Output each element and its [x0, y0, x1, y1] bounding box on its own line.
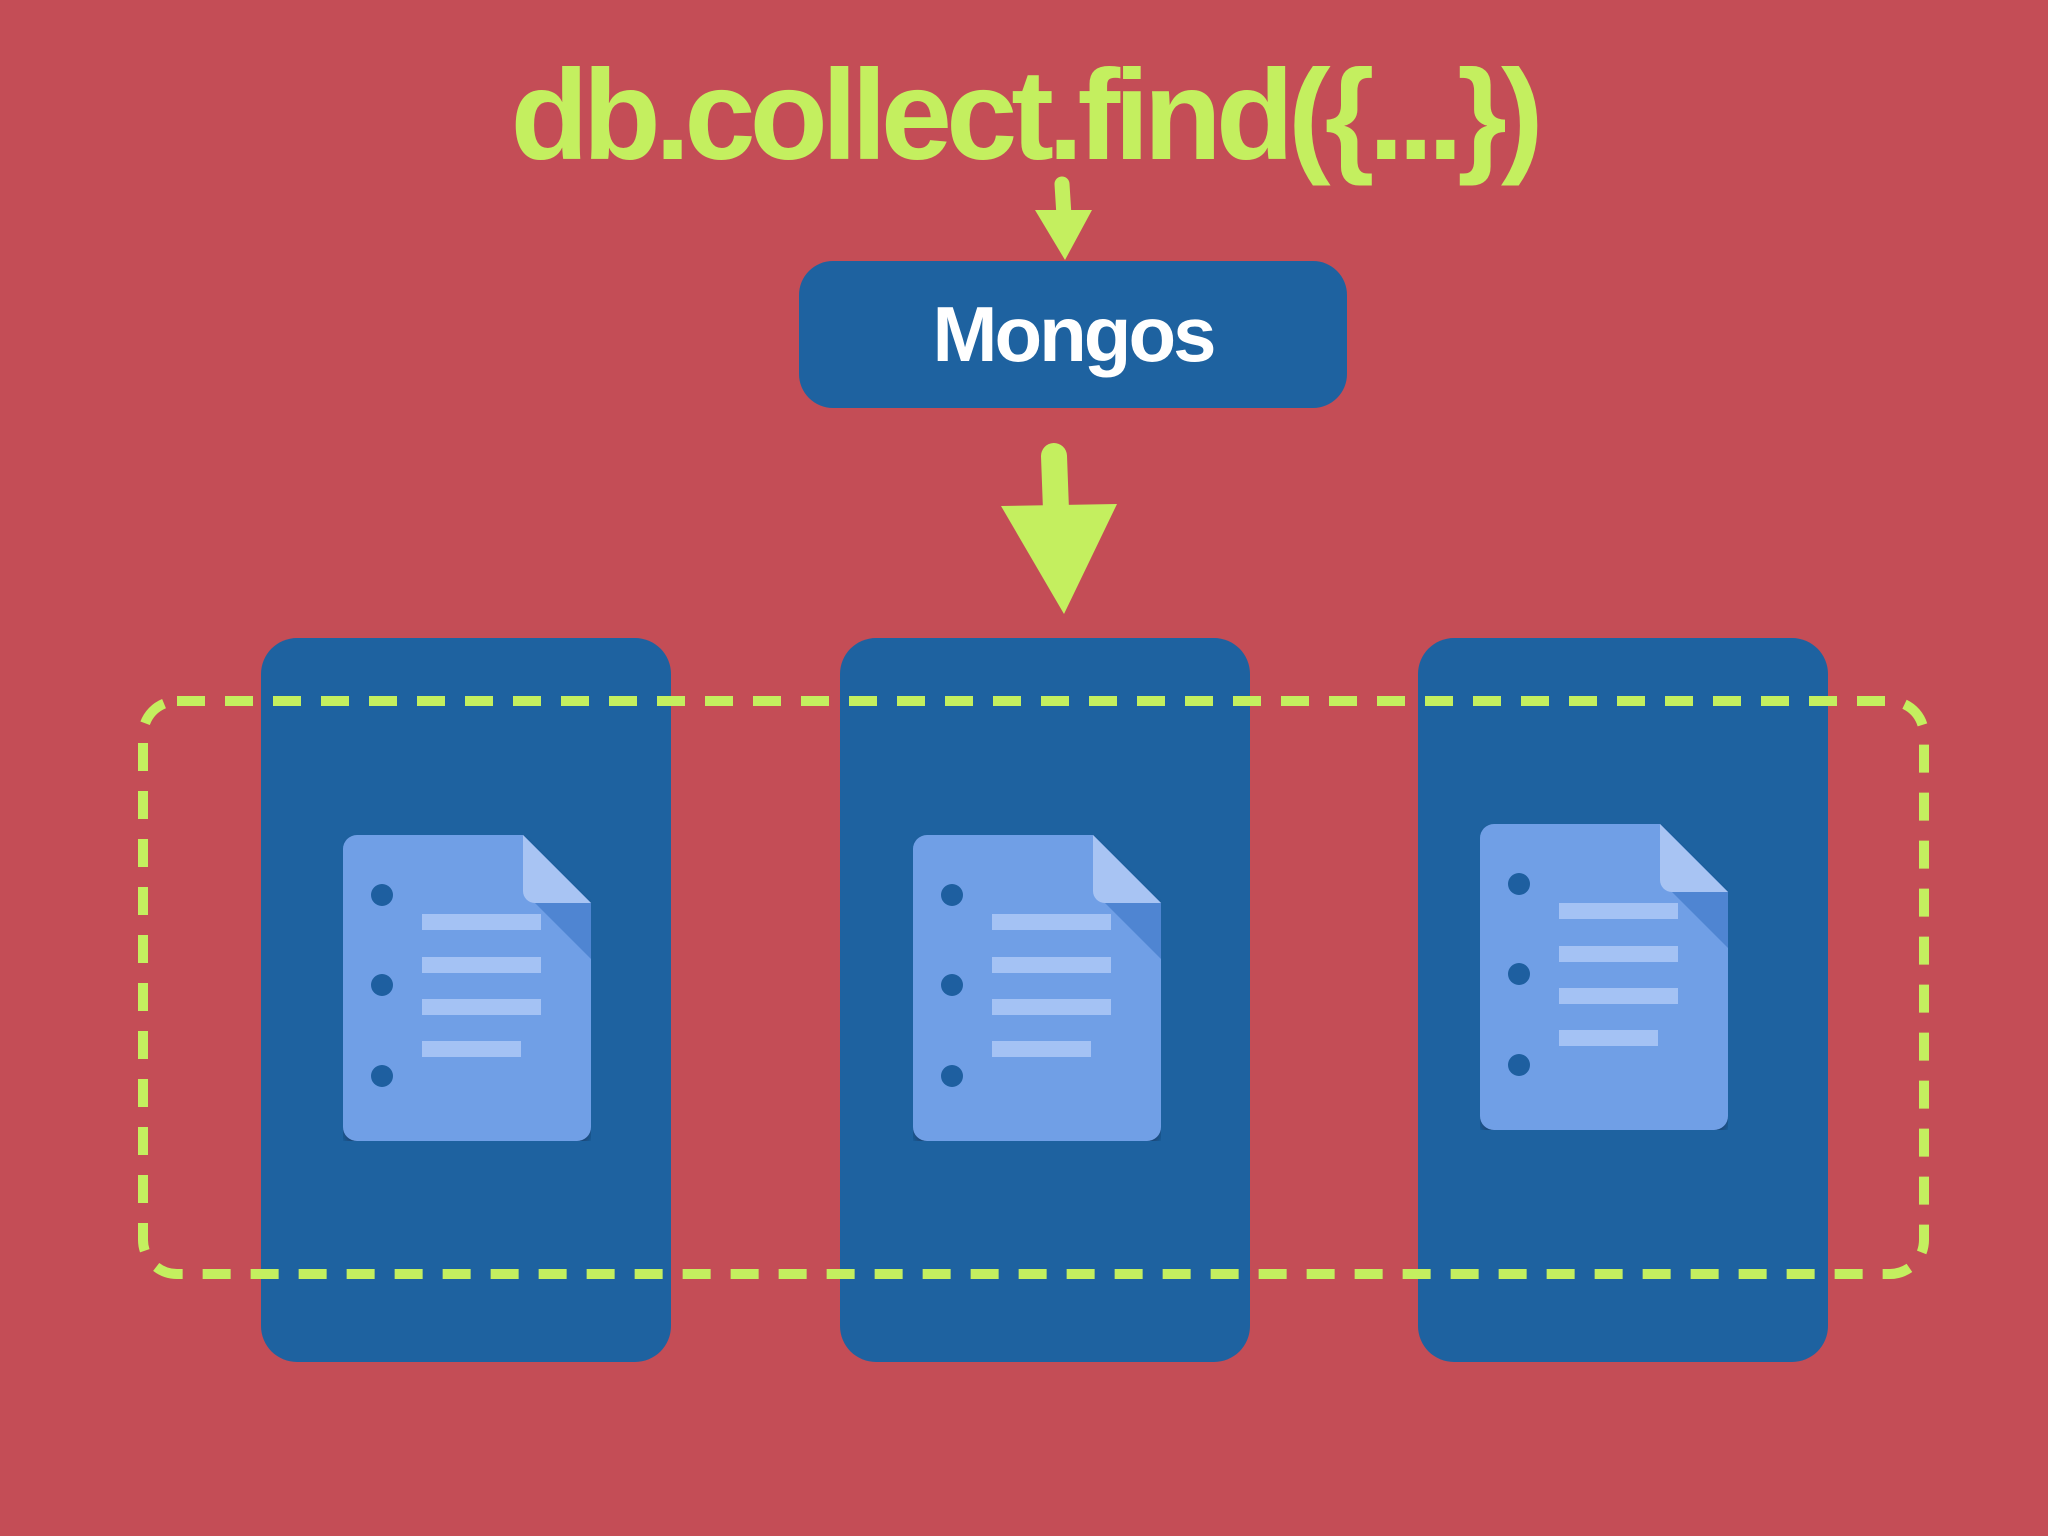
arrow-down-icon — [1035, 176, 1092, 260]
shard-box-1 — [261, 638, 671, 1362]
document-icon — [343, 835, 591, 1141]
arrow-down-icon — [1001, 443, 1117, 614]
mongos-router-box: Mongos — [799, 261, 1347, 408]
document-icon — [913, 835, 1161, 1141]
dashed-collection-outline — [138, 696, 1929, 1279]
shard-box-2 — [840, 638, 1250, 1362]
mongos-label: Mongos — [932, 290, 1217, 378]
shard-box-3 — [1418, 638, 1828, 1362]
query-title: db.collect.find({...}) — [510, 44, 1543, 187]
document-icon — [1480, 824, 1728, 1130]
